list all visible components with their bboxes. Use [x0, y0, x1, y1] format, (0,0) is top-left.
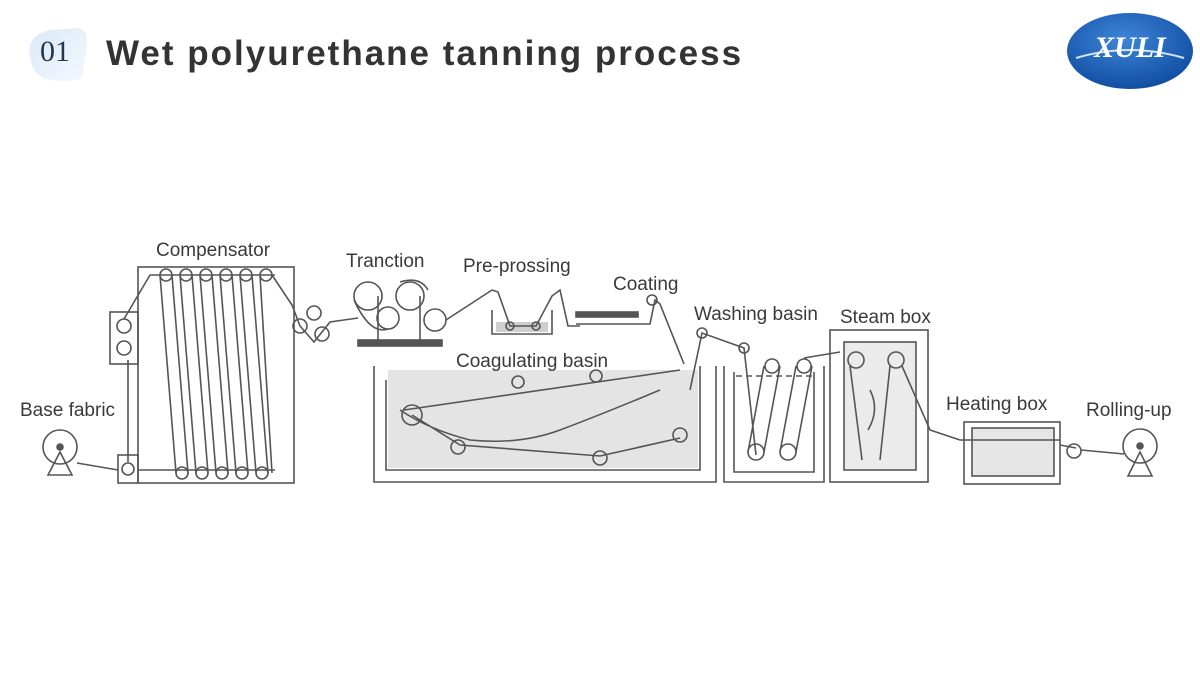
label-traction: Tranction: [346, 251, 425, 272]
label-coating: Coating: [613, 274, 679, 295]
process-diagram: Base fabric Compensator: [20, 240, 1172, 485]
label-rolling-up: Rolling-up: [1086, 400, 1172, 421]
label-compensator: Compensator: [156, 240, 271, 261]
section-number: 01: [40, 35, 70, 68]
washing-basin: [689, 327, 841, 483]
steam-box: [829, 329, 961, 483]
number-badge-shape: [29, 28, 88, 81]
label-coagulating-basin: Coagulating basin: [456, 351, 608, 372]
slide-header: 01 Wet polyurethane tanning process XULI: [0, 0, 1200, 100]
traction-unit: [353, 279, 493, 347]
pre-processing-unit: [491, 288, 580, 335]
compensator-unit: [76, 266, 295, 484]
label-base-fabric: Base fabric: [20, 400, 115, 421]
coagulating-basin: [373, 366, 717, 483]
xuli-logo: XULI: [1067, 13, 1193, 89]
logo-text: XULI: [1093, 31, 1167, 64]
rolling-up-roll: [1080, 428, 1158, 477]
base-fabric-roll: [42, 429, 78, 476]
label-pre-processing: Pre-prossing: [463, 256, 571, 277]
label-steam-box: Steam box: [840, 307, 931, 328]
transfer-rollers: [271, 274, 359, 344]
page-title: Wet polyurethane tanning process: [106, 34, 744, 73]
label-washing-basin: Washing basin: [694, 304, 818, 325]
label-heating-box: Heating box: [946, 394, 1048, 415]
heating-box: [960, 421, 1082, 485]
coating-unit: [575, 294, 685, 365]
